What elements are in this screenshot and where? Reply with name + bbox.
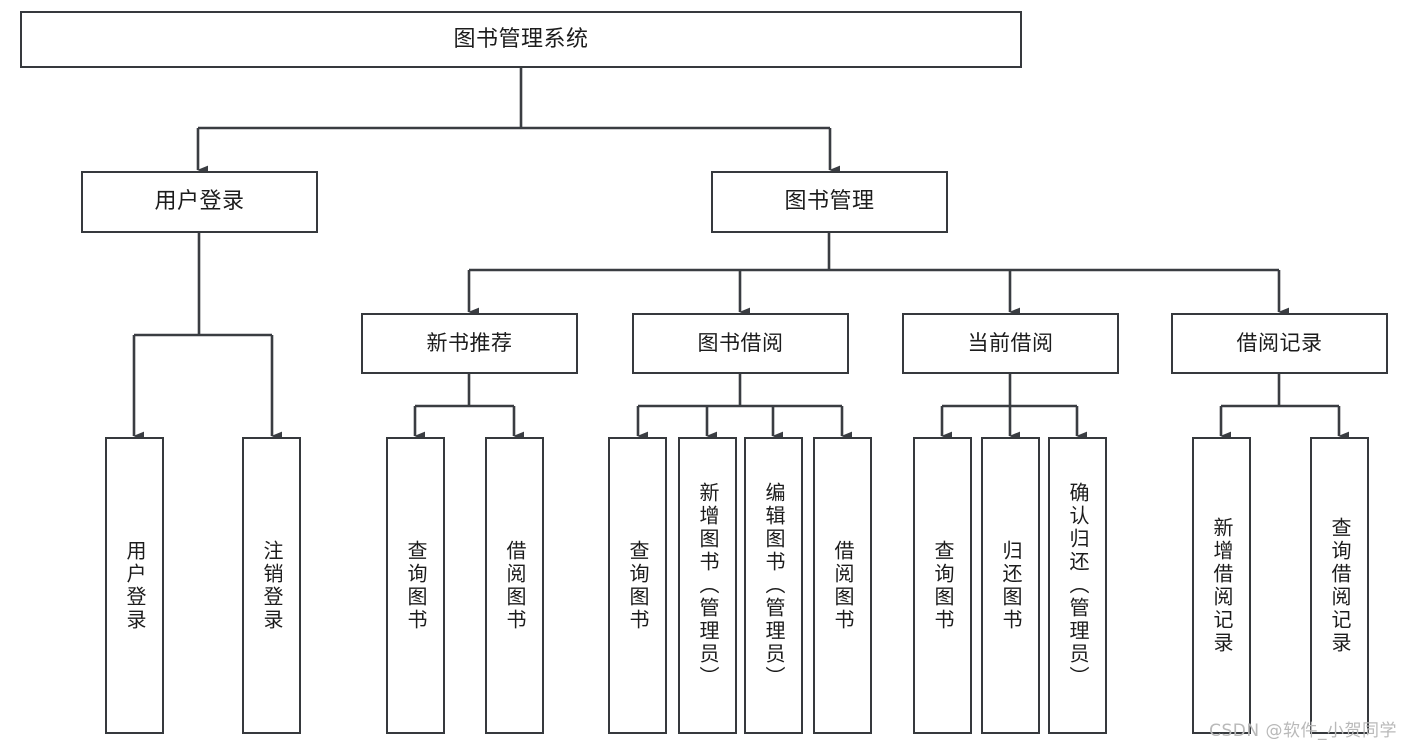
node-current-borrow[interactable]: 当前借阅	[902, 313, 1119, 374]
node-label: 归还图书	[999, 539, 1023, 632]
node-label: 新增借阅记录	[1210, 516, 1234, 655]
node-borrow-record[interactable]: 借阅记录	[1171, 313, 1388, 374]
node-label: 查询借阅记录	[1328, 516, 1352, 655]
node-label: 查询图书	[626, 539, 650, 632]
node-leaf-borrow-book-2[interactable]: 借阅图书	[813, 437, 872, 734]
node-label: 注销登录	[260, 539, 284, 632]
node-leaf-query-book-1[interactable]: 查询图书	[386, 437, 445, 734]
node-leaf-add-book[interactable]: 新增图书（管理员）	[678, 437, 737, 734]
csdn-watermark: CSDN @软件_小贺同学	[1209, 721, 1397, 741]
node-label: 查询图书	[404, 539, 428, 632]
node-leaf-query-book-3[interactable]: 查询图书	[913, 437, 972, 734]
node-leaf-edit-book[interactable]: 编辑图书（管理员）	[744, 437, 803, 734]
node-leaf-return-book[interactable]: 归还图书	[981, 437, 1040, 734]
node-user-login[interactable]: 用户登录	[81, 171, 318, 233]
node-leaf-query-record[interactable]: 查询借阅记录	[1310, 437, 1369, 734]
node-label: 新书推荐	[426, 331, 513, 356]
node-label: 当前借阅	[967, 331, 1054, 356]
node-leaf-add-record[interactable]: 新增借阅记录	[1192, 437, 1251, 734]
node-label: 图书管理系统	[453, 26, 589, 52]
node-leaf-logout[interactable]: 注销登录	[242, 437, 301, 734]
node-label: 借阅图书	[831, 539, 855, 632]
node-new-book-recommendation[interactable]: 新书推荐	[361, 313, 578, 374]
node-label: 借阅图书	[503, 539, 527, 632]
node-label: 图书管理	[784, 189, 875, 215]
node-leaf-confirm-return[interactable]: 确认归还（管理员）	[1048, 437, 1107, 734]
node-label: 新增图书（管理员）	[696, 482, 720, 689]
node-label: 查询图书	[931, 539, 955, 632]
node-leaf-query-book-2[interactable]: 查询图书	[608, 437, 667, 734]
node-leaf-borrow-book-1[interactable]: 借阅图书	[485, 437, 544, 734]
node-book-manage[interactable]: 图书管理	[711, 171, 948, 233]
node-label: 编辑图书（管理员）	[762, 482, 786, 689]
node-label: 图书借阅	[697, 331, 784, 356]
node-root-system[interactable]: 图书管理系统	[20, 11, 1022, 68]
node-label: 用户登录	[154, 189, 245, 215]
node-label: 用户登录	[123, 539, 147, 632]
node-leaf-user-login[interactable]: 用户登录	[105, 437, 164, 734]
node-label: 借阅记录	[1236, 331, 1323, 356]
node-label: 确认归还（管理员）	[1066, 482, 1090, 689]
node-book-borrow[interactable]: 图书借阅	[632, 313, 849, 374]
